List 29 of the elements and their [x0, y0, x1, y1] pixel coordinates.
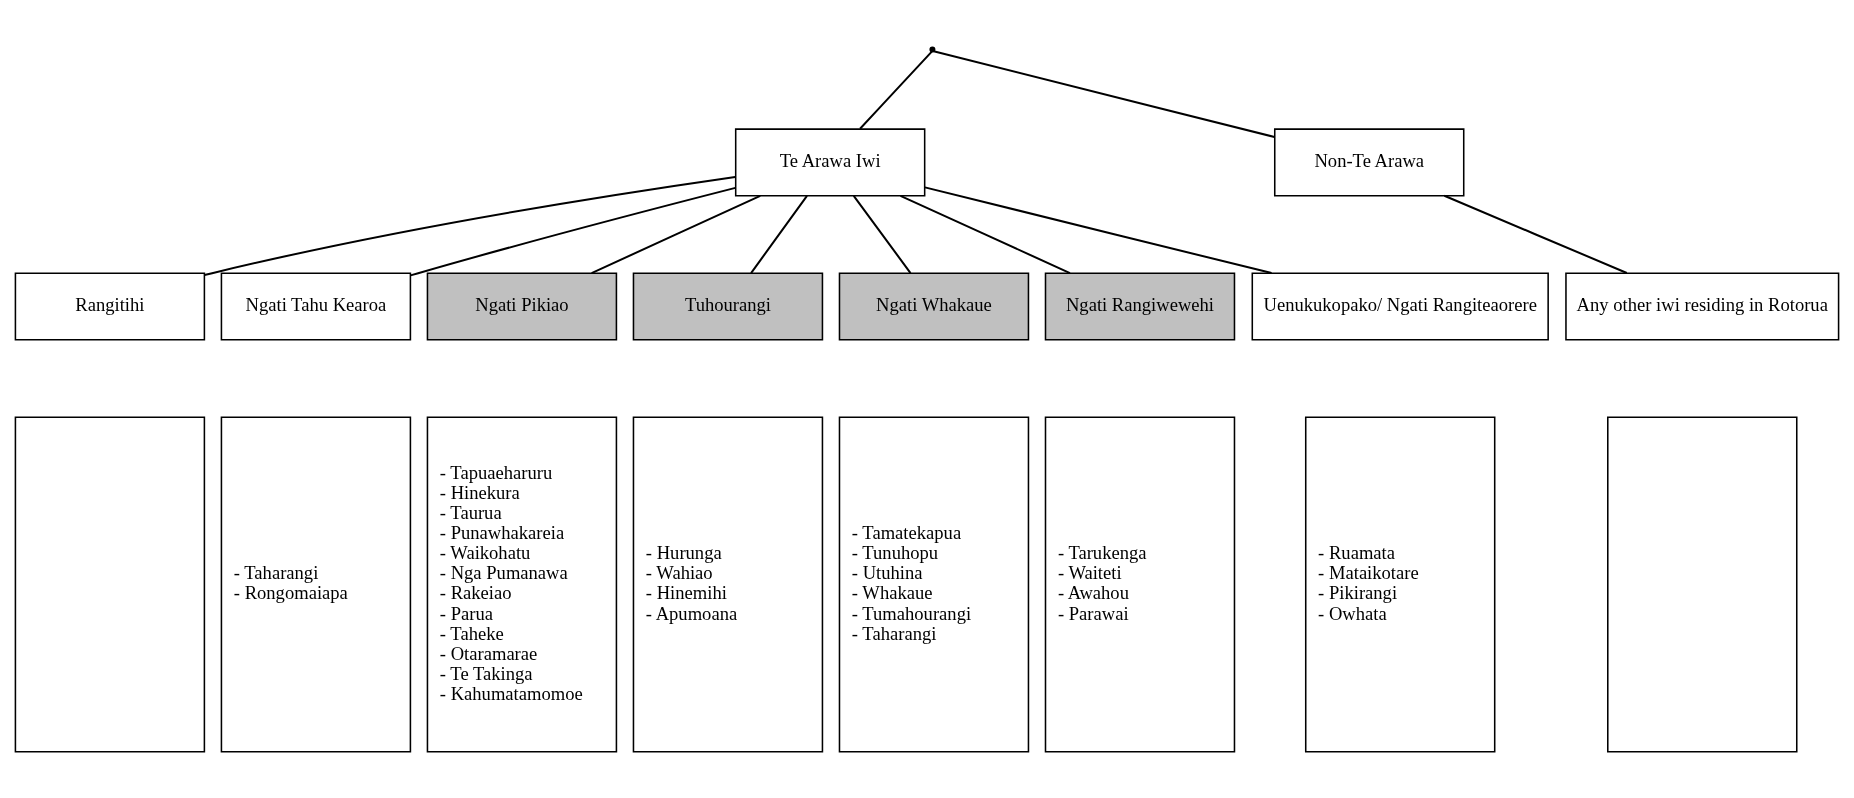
node-box: - Hurunga - Wahiao - Hinemihi - Apumoana	[632, 415, 824, 753]
connector	[204, 175, 736, 276]
node-box: Ngati Pikiao	[426, 271, 618, 341]
connector	[410, 186, 736, 276]
node-box: - Tamatekapua - Tunuhopu - Utuhina - Whakaue - Tumahourangi - Taharangi	[838, 415, 1030, 753]
node-box: Ngati Rangiwewehi	[1044, 271, 1236, 341]
node-point	[929, 45, 936, 52]
connector	[900, 194, 1071, 274]
connector	[750, 194, 808, 274]
node-box: - Tapuaeharuru - Hinekura - Taurua - Punawhakareia - Waikohatu - Nga Pumanawa - Rakeiao - Parua - Taheke - Otaramarae - Te Takinga - Kahumatamomoe	[426, 415, 618, 753]
node-box: - Tarukenga - Waiteti - Awahou - Parawai	[1044, 415, 1236, 753]
node-box	[1607, 415, 1798, 753]
node-box	[14, 415, 206, 753]
connector	[591, 194, 761, 274]
node-box: Tuhourangi	[632, 271, 824, 341]
node-box: - Taharangi - Rongomaiapa	[220, 415, 412, 753]
node-box: Non-Te Arawa	[1273, 127, 1465, 196]
connector	[1444, 194, 1628, 274]
node-box: Ngati Tahu Kearoa	[220, 271, 412, 341]
node-box: Uenukukopako/ Ngati Rangiteaorere	[1251, 271, 1549, 341]
node-box: Ngati Whakaue	[838, 271, 1030, 341]
connector	[933, 49, 1275, 138]
connector	[924, 185, 1272, 274]
node-box: - Ruamata - Mataikotare - Pikirangi - Owhata	[1304, 415, 1496, 753]
node-box: Rangitihi	[14, 271, 206, 341]
node-box: Te Arawa Iwi	[734, 127, 926, 196]
connector	[852, 194, 912, 274]
node-box: Any other iwi residing in Rotorua	[1565, 271, 1840, 341]
connector	[859, 50, 933, 129]
